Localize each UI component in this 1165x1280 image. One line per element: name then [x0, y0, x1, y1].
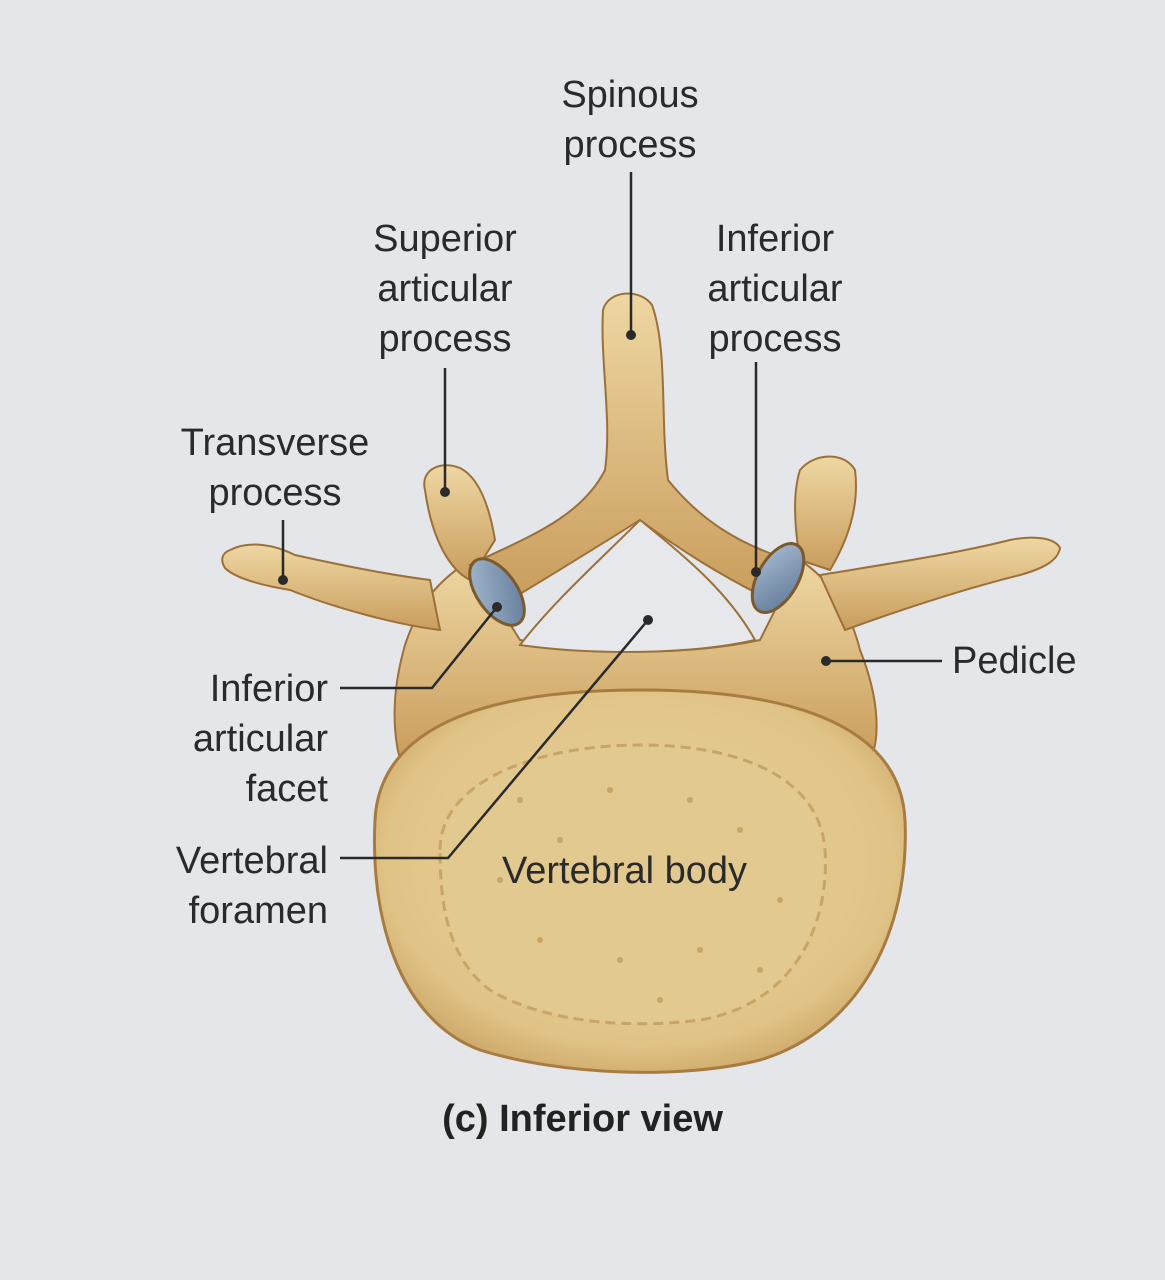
- superior-articular-process-right: [794, 455, 857, 572]
- label-spinous-process: Spinous process: [561, 74, 699, 166]
- leader-inferior-articular-facet: [340, 606, 498, 690]
- vertebral-foramen-opening: [518, 518, 757, 653]
- transverse-process-right: [818, 536, 1062, 632]
- inferior-articular-facet-right: [750, 542, 806, 614]
- leader-dots: [278, 330, 831, 666]
- vertebral-body-endplate: [438, 743, 827, 1026]
- leader-lines: [281, 172, 942, 860]
- label-inferior-articular-facet: Inferior articular facet: [192, 668, 328, 810]
- figure-caption: (c) Inferior view: [442, 1098, 723, 1140]
- label-vertebral-foramen: Vertebral foramen: [175, 840, 328, 932]
- label-transverse-process: Transverse process: [180, 422, 370, 514]
- label-vertebral-body: Vertebral body: [502, 850, 748, 892]
- inferior-articular-facet-left: [468, 557, 526, 627]
- label-superior-articular-process: Superior articular process: [373, 218, 517, 360]
- transverse-process-left: [221, 543, 442, 632]
- endplate-pores: [497, 787, 783, 1003]
- label-pedicle: Pedicle: [952, 640, 1077, 682]
- label-inferior-articular-process: Inferior articular process: [707, 218, 843, 360]
- leader-vertebral-foramen: [340, 619, 649, 860]
